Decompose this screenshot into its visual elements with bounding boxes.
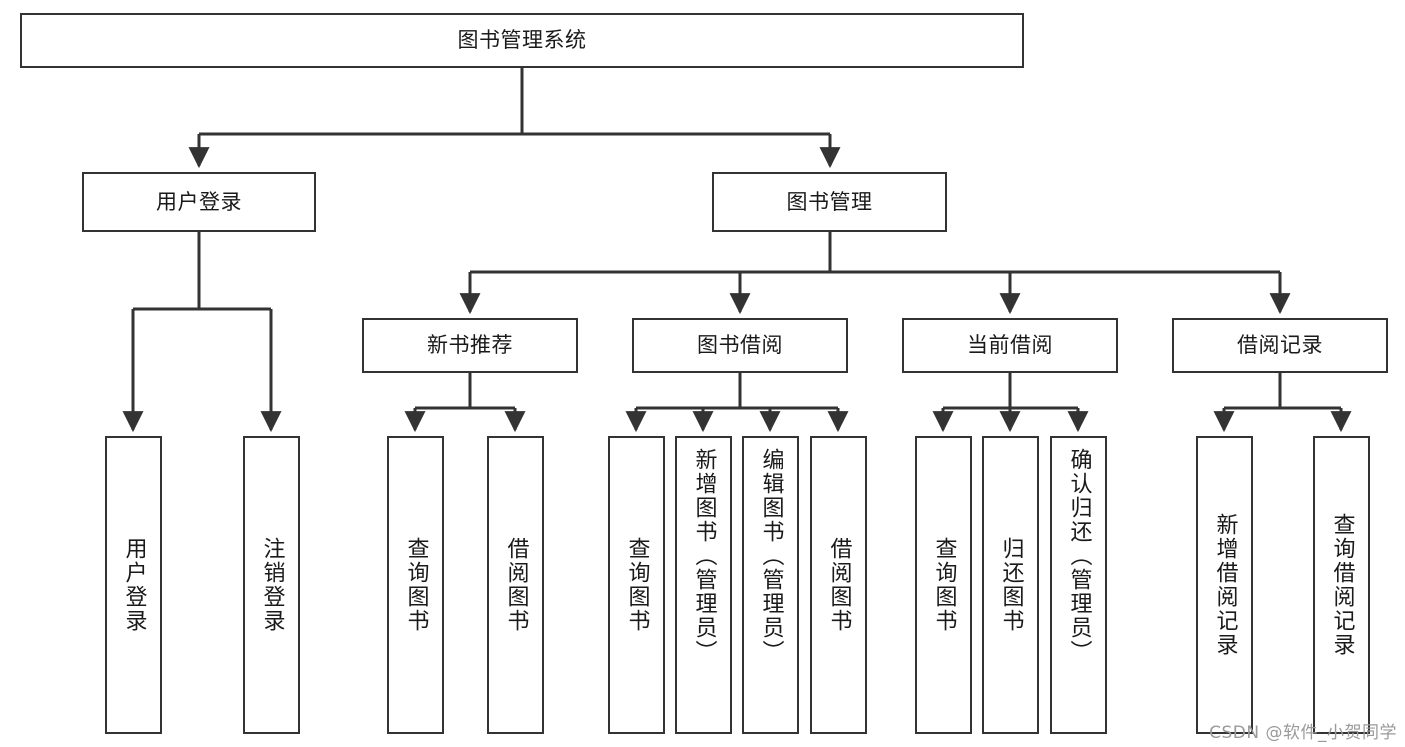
node-new-book-recommend[interactable]: 新书推荐: [362, 318, 578, 373]
node-leaf-return-book[interactable]: 归还图书: [982, 436, 1039, 734]
node-leaf-query-book-rec[interactable]: 查询图书: [387, 436, 444, 734]
watermark: CSDN @软件_小贺同学: [1209, 723, 1397, 743]
node-leaf-query-book-borrow[interactable]: 查询图书: [608, 436, 665, 734]
node-leaf-edit-book-admin[interactable]: 编辑图书（管理员）: [742, 436, 799, 734]
node-leaf-user-logout-label: 注销登录: [259, 537, 285, 633]
node-book-borrow-label: 图书借阅: [697, 333, 783, 358]
node-user-login-label: 用户登录: [156, 189, 242, 214]
node-leaf-borrow-book[interactable]: 借阅图书: [810, 436, 867, 734]
node-leaf-user-login[interactable]: 用户登录: [105, 436, 162, 734]
node-new-book-recommend-label: 新书推荐: [427, 333, 513, 358]
node-leaf-query-book-current-label: 查询图书: [931, 537, 957, 633]
node-leaf-query-book-current[interactable]: 查询图书: [915, 436, 972, 734]
node-current-borrow-label: 当前借阅: [967, 333, 1053, 358]
node-leaf-confirm-return-admin[interactable]: 确认归还（管理员）: [1050, 436, 1107, 734]
node-leaf-add-book-admin-label: 新增图书（管理员）: [691, 448, 717, 664]
node-leaf-borrow-book-rec-label: 借阅图书: [503, 537, 529, 633]
node-leaf-query-borrow-record[interactable]: 查询借阅记录: [1313, 436, 1370, 734]
node-root[interactable]: 图书管理系统: [20, 13, 1024, 68]
node-leaf-add-borrow-record-label: 新增借阅记录: [1212, 513, 1238, 657]
node-book-borrow[interactable]: 图书借阅: [632, 318, 848, 373]
node-leaf-borrow-book-label: 借阅图书: [826, 537, 852, 633]
node-leaf-query-borrow-record-label: 查询借阅记录: [1329, 513, 1355, 657]
node-book-manage-label: 图书管理: [786, 189, 873, 214]
node-borrow-record[interactable]: 借阅记录: [1172, 318, 1388, 373]
node-leaf-add-book-admin[interactable]: 新增图书（管理员）: [675, 436, 732, 734]
node-leaf-borrow-book-rec[interactable]: 借阅图书: [487, 436, 544, 734]
node-user-login[interactable]: 用户登录: [82, 172, 316, 232]
node-leaf-return-book-label: 归还图书: [998, 537, 1024, 633]
node-leaf-edit-book-admin-label: 编辑图书（管理员）: [758, 448, 784, 664]
node-book-manage[interactable]: 图书管理: [712, 172, 947, 232]
node-leaf-user-logout[interactable]: 注销登录: [243, 436, 300, 734]
node-leaf-query-book-borrow-label: 查询图书: [624, 537, 650, 633]
node-root-label: 图书管理系统: [457, 28, 587, 53]
node-leaf-query-book-rec-label: 查询图书: [403, 537, 429, 633]
node-borrow-record-label: 借阅记录: [1237, 333, 1323, 358]
node-leaf-user-login-label: 用户登录: [121, 537, 147, 633]
node-leaf-confirm-return-admin-label: 确认归还（管理员）: [1066, 448, 1092, 664]
node-leaf-add-borrow-record[interactable]: 新增借阅记录: [1196, 436, 1253, 734]
node-current-borrow[interactable]: 当前借阅: [902, 318, 1118, 373]
